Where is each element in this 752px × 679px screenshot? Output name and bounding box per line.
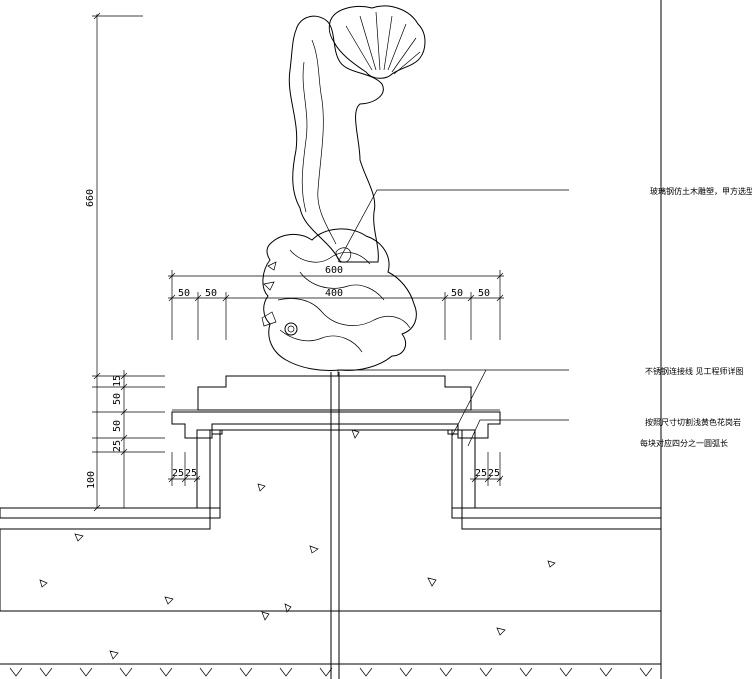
dim-width-inner: 400 <box>325 288 343 299</box>
horizontal-dimensions: 600 400 50 50 50 50 <box>168 265 504 340</box>
dim-curb-right-b: 25 <box>488 468 500 479</box>
curb-dimensions: 25 25 25 25 <box>168 452 504 486</box>
ground-section <box>0 429 662 677</box>
dim-offset-right-2: 50 <box>478 288 490 299</box>
dim-curb-right-a: 25 <box>475 468 487 479</box>
vertical-dimensions: 660 15 50 50 25 100 <box>85 12 165 512</box>
dim-rim-height: 50 <box>112 420 123 432</box>
note-pipe: 不锈钢连接线 见工程师详图 <box>645 366 744 376</box>
dim-cap-gap: 15 <box>112 375 123 387</box>
dim-curb-left-a: 25 <box>172 468 184 479</box>
pipe <box>330 372 340 679</box>
dim-curb-height: 100 <box>86 471 97 489</box>
note-stone-1: 按照尺寸切割浅黄色花岗岩 <box>645 417 741 427</box>
dim-offset-left-1: 50 <box>178 288 190 299</box>
dim-offset-right-1: 50 <box>451 288 463 299</box>
note-sculpture: 玻璃钢仿土木雕塑，甲方选型 <box>650 186 752 196</box>
dim-height-total: 660 <box>85 189 96 207</box>
dim-offset-left-2: 50 <box>205 288 217 299</box>
dim-cap-height: 50 <box>112 393 123 405</box>
dim-curb-left-b: 25 <box>185 468 197 479</box>
dim-width-outer: 600 <box>325 265 343 276</box>
note-stone-2: 每块对应四分之一圆弧长 <box>640 438 728 448</box>
dim-rim-step: 25 <box>112 440 123 452</box>
basin-curb <box>171 375 501 509</box>
fish-sculpture <box>261 5 426 371</box>
annotations: 玻璃钢仿土木雕塑，甲方选型 不锈钢连接线 见工程师详图 按照尺寸切割浅黄色花岗岩… <box>337 186 752 448</box>
